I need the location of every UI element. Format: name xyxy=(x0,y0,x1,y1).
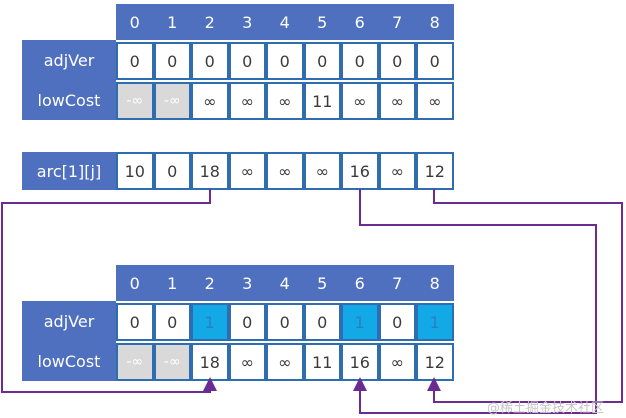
value-cell: ∞ xyxy=(266,82,304,120)
index-header: 6 xyxy=(341,265,379,301)
row-label-adjver: adjVer xyxy=(22,301,116,341)
index-header: 5 xyxy=(303,265,341,301)
value-cell: 0 xyxy=(116,42,154,80)
value-cell: 0 xyxy=(153,42,191,80)
index-header: 2 xyxy=(191,4,229,40)
watermark: @稀土掘金技术社区 xyxy=(486,401,604,416)
index-header: 6 xyxy=(341,4,379,40)
row-label-lowcost: lowCost xyxy=(22,80,116,120)
value-cell: ∞ xyxy=(378,343,416,381)
arc-value-cell: 10 xyxy=(116,152,154,190)
value-cell: 11 xyxy=(303,82,341,120)
value-cell: 11 xyxy=(303,343,341,381)
arc-value-cell: 0 xyxy=(153,152,191,190)
arrow-col2 xyxy=(1,189,211,393)
value-cell: ∞ xyxy=(378,82,416,120)
value-cell: 0 xyxy=(378,42,416,80)
index-header: 8 xyxy=(416,265,454,301)
value-cell: 0 xyxy=(341,42,379,80)
value-cell: -∞ xyxy=(116,343,154,381)
value-cell: 0 xyxy=(116,303,154,341)
index-header: 4 xyxy=(266,4,304,40)
value-cell: 0 xyxy=(228,42,266,80)
index-header: 7 xyxy=(378,265,416,301)
arc-value-cell: ∞ xyxy=(228,152,266,190)
index-header: 3 xyxy=(228,265,266,301)
arc-value-cell: 16 xyxy=(341,152,379,190)
value-cell: ∞ xyxy=(191,82,229,120)
index-header: 3 xyxy=(228,4,266,40)
value-cell: 0 xyxy=(303,303,341,341)
value-cell: ∞ xyxy=(416,82,454,120)
value-cell: 0 xyxy=(303,42,341,80)
value-cell: 0 xyxy=(378,303,416,341)
index-header: 0 xyxy=(116,4,154,40)
row-label-adjver: adjVer xyxy=(22,40,116,80)
row-label-lowcost: lowCost xyxy=(22,341,116,381)
index-header: 0 xyxy=(116,265,154,301)
index-header: 2 xyxy=(191,265,229,301)
value-cell: 0 xyxy=(153,303,191,341)
arc-value-cell: ∞ xyxy=(266,152,304,190)
value-cell: 0 xyxy=(191,42,229,80)
value-cell: ∞ xyxy=(228,82,266,120)
index-header: 7 xyxy=(378,4,416,40)
value-cell: ∞ xyxy=(266,343,304,381)
value-cell: ∞ xyxy=(228,343,266,381)
index-header: 1 xyxy=(153,4,191,40)
arrowhead-col8 xyxy=(427,377,441,391)
arc-label: arc[1][j] xyxy=(22,152,116,190)
value-cell: -∞ xyxy=(153,82,191,120)
value-cell: 0 xyxy=(266,303,304,341)
value-cell: 0 xyxy=(266,42,304,80)
arc-value-cell: 12 xyxy=(416,152,454,190)
index-header: 4 xyxy=(266,265,304,301)
index-header: 8 xyxy=(416,4,454,40)
value-cell: -∞ xyxy=(153,343,191,381)
arc-value-cell: ∞ xyxy=(303,152,341,190)
value-cell: 0 xyxy=(416,42,454,80)
value-cell: 1 xyxy=(191,303,229,341)
arrow-col6 xyxy=(359,189,597,414)
arrow-col8 xyxy=(433,189,623,403)
value-cell: -∞ xyxy=(116,82,154,120)
index-header: 1 xyxy=(153,265,191,301)
arrowhead-col2 xyxy=(203,377,217,391)
value-cell: 1 xyxy=(341,303,379,341)
index-header: 5 xyxy=(303,4,341,40)
arrowhead-col6 xyxy=(353,377,367,391)
value-cell: 18 xyxy=(191,343,229,381)
value-cell: 16 xyxy=(341,343,379,381)
value-cell: 0 xyxy=(228,303,266,341)
arc-value-cell: ∞ xyxy=(378,152,416,190)
value-cell: ∞ xyxy=(341,82,379,120)
value-cell: 1 xyxy=(416,303,454,341)
